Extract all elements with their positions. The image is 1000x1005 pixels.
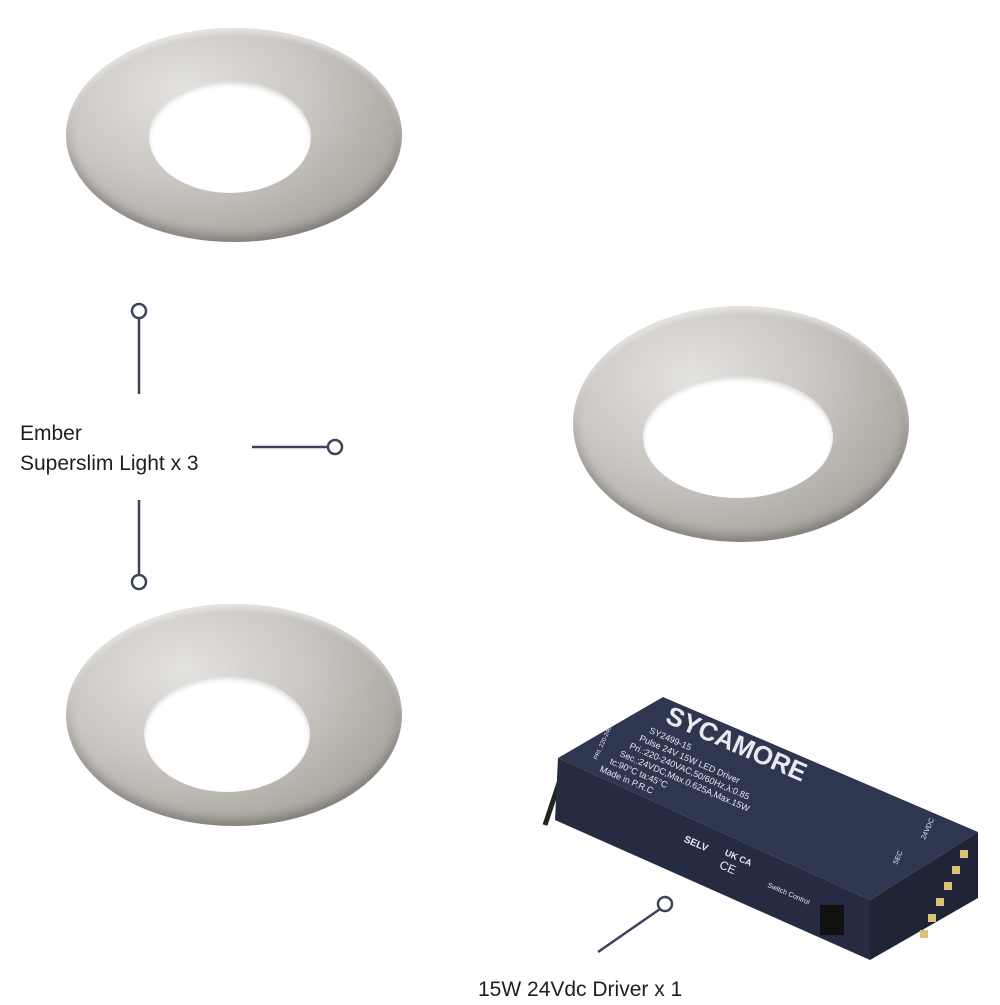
callout-dot bbox=[326, 438, 344, 456]
callout-line bbox=[597, 907, 661, 954]
light-aperture bbox=[643, 376, 833, 498]
light-aperture bbox=[144, 676, 310, 792]
lights-label-line2: Superslim Light x 3 bbox=[20, 452, 199, 475]
driver-label: 15W 24Vdc Driver x 1 bbox=[478, 978, 683, 1001]
superslim-light-top bbox=[66, 28, 402, 242]
callout-dot bbox=[130, 302, 148, 320]
light-aperture bbox=[149, 81, 311, 193]
ce-mark: CE bbox=[717, 858, 738, 877]
lights-label-line1: Ember bbox=[20, 422, 82, 445]
led-driver: SYCAMORE SY2499-15 Pulse 24V 15W LED Dri… bbox=[542, 697, 978, 960]
callout-dot bbox=[656, 895, 674, 913]
lights-label: Ember Superslim Light x 3 bbox=[20, 419, 199, 479]
superslim-light-right bbox=[573, 306, 909, 542]
superslim-light-bottom bbox=[66, 604, 402, 826]
callout-dot bbox=[130, 573, 148, 591]
